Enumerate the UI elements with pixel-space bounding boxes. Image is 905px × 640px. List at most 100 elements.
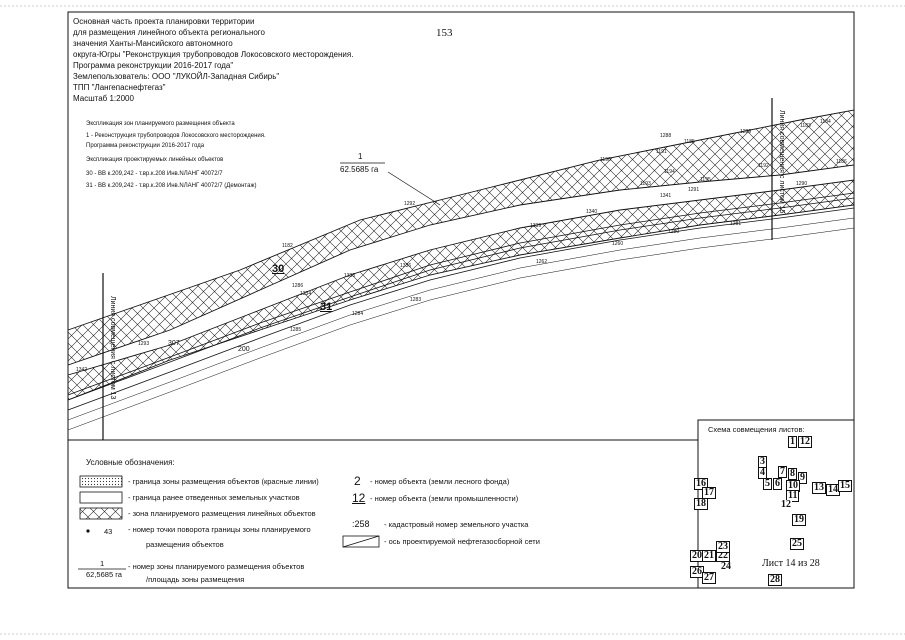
- point-label: 1340: [586, 209, 598, 215]
- scheme-tile: 27: [702, 572, 716, 584]
- point-label: 1339: [530, 223, 542, 229]
- point-label: 1338: [344, 273, 356, 279]
- explication-zone-item: 1 - Реконструкция трубопроводов Локосовс…: [86, 133, 266, 139]
- explication-object-31: 31 - ВВ к.209,242 - т.вр.к.208 Инв.NЛАНГ…: [86, 183, 257, 189]
- point-label: 1336: [400, 263, 412, 269]
- title-line: ТПП "Лангепаснефтегаз": [73, 83, 166, 92]
- legend-fraction-num: 1: [100, 559, 105, 568]
- scheme-tile: 8: [788, 468, 797, 480]
- scheme-tile: 1: [788, 436, 797, 448]
- scheme-tile: 19: [792, 514, 806, 526]
- point-label: 1182: [282, 243, 293, 249]
- title-line: округа-Югры "Реконструкция трубопроводов…: [73, 50, 354, 59]
- sheet-info: Лист 14 из 28: [762, 558, 820, 569]
- label-200: 200: [238, 346, 250, 353]
- point-label: 1290: [796, 181, 808, 187]
- point-label: 1190: [600, 157, 611, 163]
- scheme-tile: 4: [758, 467, 767, 479]
- point-label: 1185: [684, 139, 695, 145]
- legend-industry-desc: - номер объекта (земли промышленности): [370, 494, 519, 503]
- legend-heading: Условные обозначения:: [86, 458, 175, 467]
- legend-point-desc-1: - номер точки поворота границы зоны план…: [128, 525, 311, 534]
- explication-zones-heading: Экспликация зон планируемого размещения …: [86, 121, 235, 127]
- point-label: 1291: [688, 187, 700, 193]
- point-label: 1283: [410, 297, 422, 303]
- point-label: 1186: [836, 159, 847, 165]
- legend-cadastral-num: :258: [352, 519, 370, 529]
- page-number: 153: [436, 27, 453, 39]
- title-line: Основная часть проекта планировки террит…: [73, 17, 255, 26]
- scheme-title: Схема совмещения листов:: [708, 425, 805, 434]
- scheme-tile: 25: [790, 538, 804, 550]
- legend-forest-num: 2: [354, 474, 361, 488]
- legend-fraction-den: 62,5685 га: [86, 570, 122, 579]
- legend-fraction-desc-1: - номер зоны планируемого размещения объ…: [128, 562, 305, 571]
- point-label: 1194: [664, 169, 675, 175]
- joint-label-left: Линия совмещения с листом 13: [109, 296, 116, 400]
- legend-axis-desc: - ось проектируемой нефтегазосборной сет…: [384, 537, 540, 546]
- point-label: 1289: [740, 129, 752, 135]
- scheme-tile: 13: [812, 482, 826, 494]
- legend-point-desc-2: размещения объектов: [146, 540, 224, 549]
- zone-area-label: 62.5685 га: [340, 165, 379, 174]
- legend-zone-linear: - зона планируемого размещения линейных …: [128, 509, 316, 518]
- point-label: 1183: [800, 123, 811, 129]
- explication-objects-heading: Экспликация проектируемых линейных объек…: [86, 157, 224, 163]
- legend-cadastral-desc: - кадастровый номер земельного участка: [384, 520, 529, 529]
- scheme-tile: 11: [786, 490, 800, 502]
- scheme-tile: 5: [763, 478, 772, 490]
- scheme-tile: 21: [702, 550, 716, 562]
- scheme-tile: 18: [694, 498, 708, 510]
- title-line: Масштаб 1:2000: [73, 94, 134, 103]
- point-marker-icon: [86, 529, 90, 533]
- point-label: 1184: [820, 119, 831, 125]
- legend-prev-allotted: - граница ранее отведенных земельных уча…: [128, 493, 300, 502]
- point-label: 1260: [612, 241, 624, 247]
- point-label: 1192: [758, 163, 769, 169]
- point-label: 1284: [352, 311, 364, 317]
- scheme-tile: 15: [838, 480, 852, 492]
- scheme-tile: 12: [780, 499, 792, 510]
- point-label: 1281: [730, 221, 742, 227]
- swatch-zone-linear: [79, 507, 123, 520]
- point-label: 1286: [292, 283, 304, 289]
- title-line: Программа реконструкции 2016-2017 года": [73, 61, 234, 70]
- zone-number-label: 1: [358, 152, 363, 161]
- title-line: значения Ханты-Мансийского автономного: [73, 39, 233, 48]
- legend-forest-desc: - номер объекта (земли лесного фонда): [370, 477, 510, 486]
- point-label: 1288: [660, 133, 672, 139]
- object-31-label: 31: [320, 301, 333, 313]
- legend-red-lines: - граница зоны размещения объектов (крас…: [128, 477, 319, 486]
- point-label: 1193: [640, 181, 651, 187]
- scheme-tile: 6: [773, 478, 782, 490]
- point-label: 1280: [668, 229, 680, 235]
- point-label: 1334: [300, 291, 312, 297]
- point-label: 1292: [404, 201, 416, 207]
- legend-industry-num: 12: [352, 491, 366, 505]
- scheme-tile: 28: [768, 574, 782, 586]
- point-label: 1262: [536, 259, 548, 265]
- point-label: 1341: [660, 193, 672, 199]
- zone-hatch-lower: [67, 179, 855, 401]
- explication-zone-item-2: Программа реконструкции 2016-2017 года: [86, 143, 205, 149]
- legend-point-number: 43: [104, 527, 113, 536]
- swatch-prev-allotted: [79, 491, 123, 504]
- point-label: 1293: [138, 341, 150, 347]
- explication-object-30: 30 - ВВ к.209,242 - т.вр.к.208 Инв.NЛАНГ…: [86, 171, 223, 177]
- object-30-label: 30: [272, 263, 285, 275]
- scheme-tile: 7: [778, 466, 787, 478]
- scheme-tile: 17: [702, 487, 716, 499]
- title-line: для размещения линейного объекта региона…: [73, 28, 265, 37]
- scheme-tile: 9: [798, 472, 807, 484]
- scheme-tile: 12: [798, 436, 812, 448]
- legend-fraction-desc-2: /площадь зоны размещения: [146, 575, 245, 584]
- zone-leader-line: [387, 171, 441, 206]
- point-label: 1191: [656, 149, 667, 155]
- point-label: 1195: [700, 177, 711, 183]
- legend-box: [67, 439, 699, 589]
- scheme-tile: 23: [716, 541, 730, 553]
- point-label: 1342: [76, 367, 88, 373]
- swatch-red-lines: [79, 475, 123, 488]
- pipelines: [67, 192, 855, 431]
